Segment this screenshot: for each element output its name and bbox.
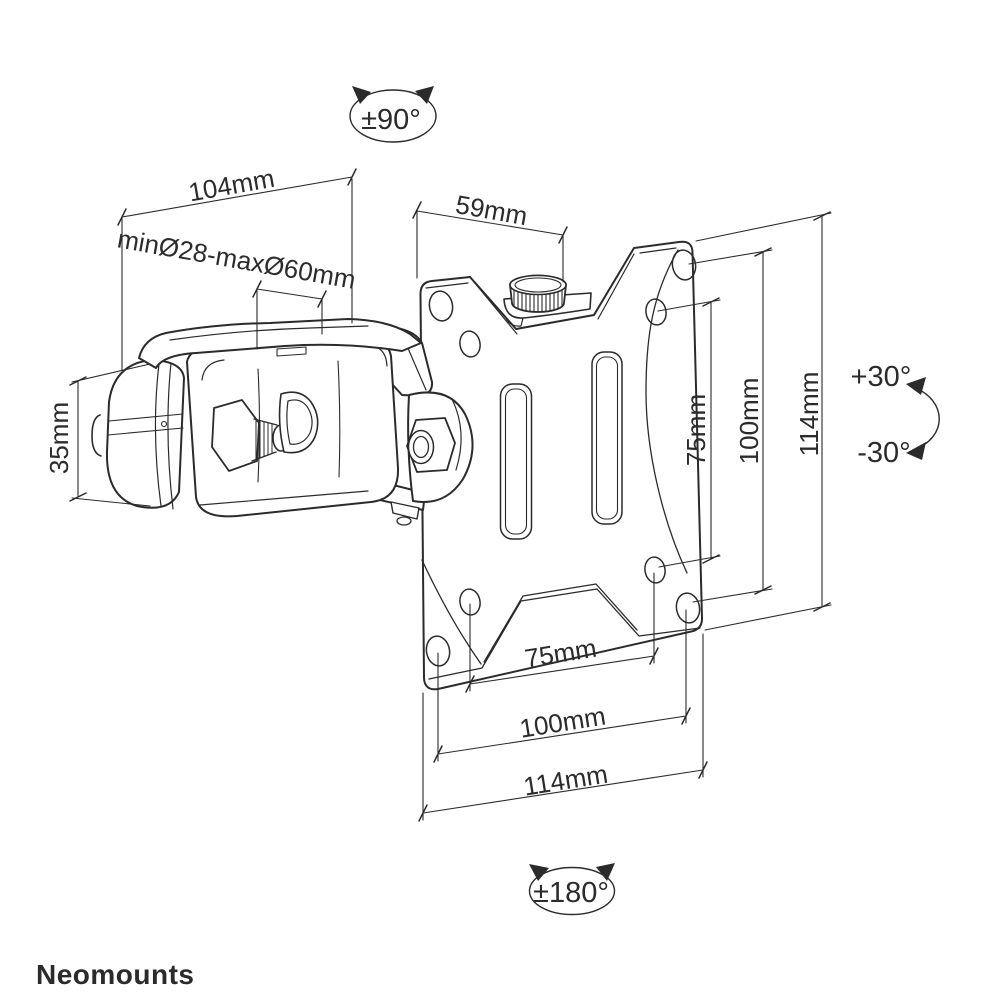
clamp-cap-nub	[91, 414, 102, 457]
rotation-range-label: ±180°	[533, 877, 609, 909]
clamp-d-opening-inner	[286, 399, 313, 445]
tilt-down-label: -30°	[857, 437, 911, 469]
clamp-bolt-threads	[255, 419, 273, 460]
swivel-range-label: ±90°	[361, 104, 421, 136]
thumbscrew-knob-top-inner	[514, 277, 562, 293]
hook-ledge-fold	[505, 317, 524, 327]
corner-hole-bottom-left	[425, 635, 451, 667]
vesa-vertical-75-label: 75mm	[681, 394, 711, 466]
corner-hole-bottom-right	[675, 592, 701, 624]
swivel-arrow-left	[352, 86, 371, 104]
dim-h114-lines	[422, 633, 704, 821]
dim-35-lines	[71, 363, 151, 507]
vesa-slot-right	[591, 351, 623, 525]
clamp-jaw-split-lines	[107, 413, 184, 436]
swivel-arrow-right	[415, 86, 434, 104]
rotation-arrow-right	[596, 863, 615, 881]
dim-v100-lines	[688, 249, 773, 603]
vesa-horizontal-100-label: 100mm	[517, 701, 607, 744]
dimension-ticks	[69, 168, 831, 822]
dim-104-lines	[121, 176, 353, 371]
corner-hole-top-left	[428, 290, 454, 322]
clamp-end-cap	[105, 359, 185, 509]
clamp-length-label: 104mm	[186, 163, 277, 208]
plate-inner-curve-right	[645, 249, 688, 574]
inner-hole-top-left	[459, 330, 481, 358]
clamp-cap-dot	[160, 420, 168, 428]
dim-h100-lines	[437, 609, 687, 762]
tilt-up-label: +30°	[851, 361, 912, 393]
tilt-arrow-up	[906, 377, 926, 395]
thumbscrew-assembly	[503, 274, 592, 327]
dimension-lines	[69, 168, 832, 822]
motion-indicators	[349, 86, 940, 916]
pivot-bolt-end	[412, 435, 430, 459]
clamp-height-label: 35mm	[44, 402, 74, 474]
inner-hole-top-right	[645, 298, 667, 326]
dim-59-lines	[416, 210, 564, 283]
rotation-arrow-left	[529, 864, 549, 881]
vesa-vertical-100-label: 100mm	[734, 378, 764, 465]
thumbscrew-knurling	[513, 289, 563, 313]
vesa-vertical-114-label: 114mm	[794, 372, 824, 457]
clamp-top-bar	[138, 318, 422, 369]
pivot-bracket-inner-arc	[451, 398, 462, 471]
vesa-plate	[419, 240, 704, 691]
rotation-ellipse	[528, 866, 616, 916]
plate-outline	[419, 240, 704, 691]
vesa-horizontal-114-label: 114mm	[521, 759, 609, 802]
clamp-cap-rims	[154, 362, 174, 510]
swivel-ellipse	[349, 89, 437, 143]
clamp-top-bar-tabs	[276, 346, 307, 357]
arm-lower-bolt	[396, 516, 412, 526]
brand-logo: Neomounts	[36, 959, 195, 990]
tilt-arc	[912, 386, 940, 451]
dim-minmax-lines	[256, 288, 323, 350]
plate-edge-thickness	[425, 247, 677, 335]
dim-h75-lines	[469, 572, 655, 692]
inner-hole-bottom-left	[459, 588, 481, 616]
inner-hole-bottom-right	[644, 556, 666, 584]
pole-clamp	[91, 318, 422, 518]
dim-v114-lines	[695, 212, 832, 631]
plate-bottom-emboss	[428, 583, 701, 680]
clamp-hex-nut	[211, 399, 260, 472]
plate-inner-curve-left	[421, 559, 482, 665]
arm-lower-tab	[390, 501, 420, 520]
tilt-arrow-down	[906, 442, 926, 460]
clamp-top-bar-inner	[169, 325, 369, 341]
hook-width-label: 59mm	[453, 189, 529, 231]
vesa-slot-left	[499, 383, 533, 540]
pole-capacity-label: minØ28-maxØ60mm	[115, 223, 358, 294]
